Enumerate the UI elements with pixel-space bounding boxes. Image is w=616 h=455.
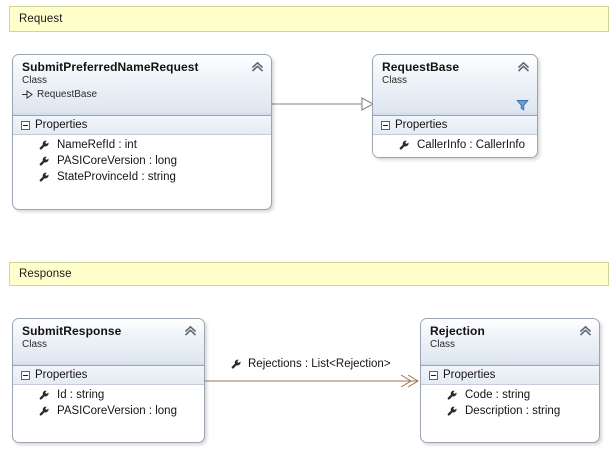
chevron-up-icon[interactable] [517, 61, 530, 73]
property-wrench-icon [447, 390, 457, 400]
member-list: Code : string Description : string [421, 385, 599, 423]
chevron-up-icon[interactable] [184, 325, 197, 337]
collapse-expander-icon[interactable] [429, 370, 438, 380]
class-header: SubmitPreferredNameRequest Class Request… [13, 55, 271, 116]
property-wrench-icon [39, 172, 49, 182]
section-banner-label: Request [19, 13, 63, 25]
member-label: PASICoreVersion : long [57, 405, 177, 417]
compartment-label: Properties [395, 119, 448, 131]
compartment-label: Properties [35, 369, 88, 381]
member-row[interactable]: Id : string [13, 387, 204, 403]
member-row[interactable]: StateProvinceId : string [13, 169, 271, 185]
member-row[interactable]: PASICoreVersion : long [13, 153, 271, 169]
member-row[interactable]: NameRefId : int [13, 137, 271, 153]
member-row[interactable]: Code : string [421, 387, 599, 403]
member-list: NameRefId : int PASICoreVersion : long S… [13, 135, 271, 189]
property-wrench-icon [39, 406, 49, 416]
member-row[interactable]: CallerInfo : CallerInfo [373, 137, 537, 153]
member-list: CallerInfo : CallerInfo [373, 135, 537, 157]
class-title: SubmitResponse [22, 324, 122, 338]
property-wrench-icon [39, 156, 49, 166]
collapse-expander-icon[interactable] [381, 120, 390, 130]
collapse-expander-icon[interactable] [21, 370, 30, 380]
compartment-header-properties[interactable]: Properties [373, 116, 537, 135]
member-label: Description : string [465, 405, 561, 417]
property-wrench-icon [39, 390, 49, 400]
connector-inheritance-submitpreferrednamerequest-requestbase [272, 97, 375, 111]
class-shape-rejection[interactable]: Rejection Class Properties Code : string [420, 318, 600, 443]
member-label: Code : string [465, 389, 531, 401]
compartment-header-properties[interactable]: Properties [13, 116, 271, 135]
class-shape-submitresponse[interactable]: SubmitResponse Class Properties Id : str… [12, 318, 205, 443]
chevron-up-icon[interactable] [579, 325, 592, 337]
collapse-expander-icon[interactable] [21, 120, 30, 130]
class-title: Rejection [430, 324, 485, 338]
property-wrench-icon [231, 359, 241, 369]
compartment-label: Properties [443, 369, 496, 381]
compartment-header-properties[interactable]: Properties [421, 366, 599, 385]
member-row[interactable]: PASICoreVersion : long [13, 403, 204, 419]
association-label-text: Rejections : List<Rejection> [248, 358, 391, 370]
property-wrench-icon [399, 140, 409, 150]
member-list: Id : string PASICoreVersion : long [13, 385, 204, 423]
member-label: Id : string [57, 389, 105, 401]
member-label: CallerInfo : CallerInfo [417, 139, 526, 151]
member-label: PASICoreVersion : long [57, 155, 177, 167]
inheritance-arrow-icon [22, 90, 33, 99]
compartment-label: Properties [35, 119, 88, 131]
chevron-up-icon[interactable] [251, 61, 264, 73]
section-banner-request[interactable]: Request [9, 6, 609, 32]
member-row[interactable]: Description : string [421, 403, 599, 419]
member-label: NameRefId : int [57, 139, 137, 151]
association-label-rejections: Rejections : List<Rejection> [231, 358, 391, 370]
class-stereotype: Class [22, 75, 48, 86]
class-base-reference: RequestBase [22, 88, 263, 101]
class-title: SubmitPreferredNameRequest [22, 60, 199, 74]
class-stereotype: Class [22, 339, 48, 350]
filter-funnel-icon[interactable] [516, 99, 529, 111]
class-header: Rejection Class [421, 319, 599, 366]
class-shape-submitpreferrednamerequest[interactable]: SubmitPreferredNameRequest Class Request… [12, 54, 272, 210]
class-stereotype: Class [430, 339, 456, 350]
section-banner-response[interactable]: Response [9, 262, 609, 286]
class-stereotype: Class [382, 75, 408, 86]
class-title: RequestBase [382, 60, 460, 74]
class-header: SubmitResponse Class [13, 319, 204, 366]
member-label: StateProvinceId : string [57, 171, 176, 183]
compartment-header-properties[interactable]: Properties [13, 366, 204, 385]
class-base-label: RequestBase [37, 89, 98, 100]
class-header: RequestBase Class [373, 55, 537, 116]
class-shape-requestbase[interactable]: RequestBase Class Properties CallerInfo … [372, 54, 538, 158]
section-banner-label: Response [19, 268, 72, 280]
property-wrench-icon [447, 406, 457, 416]
property-wrench-icon [39, 140, 49, 150]
connector-association-submitresponse-rejection [205, 374, 419, 388]
